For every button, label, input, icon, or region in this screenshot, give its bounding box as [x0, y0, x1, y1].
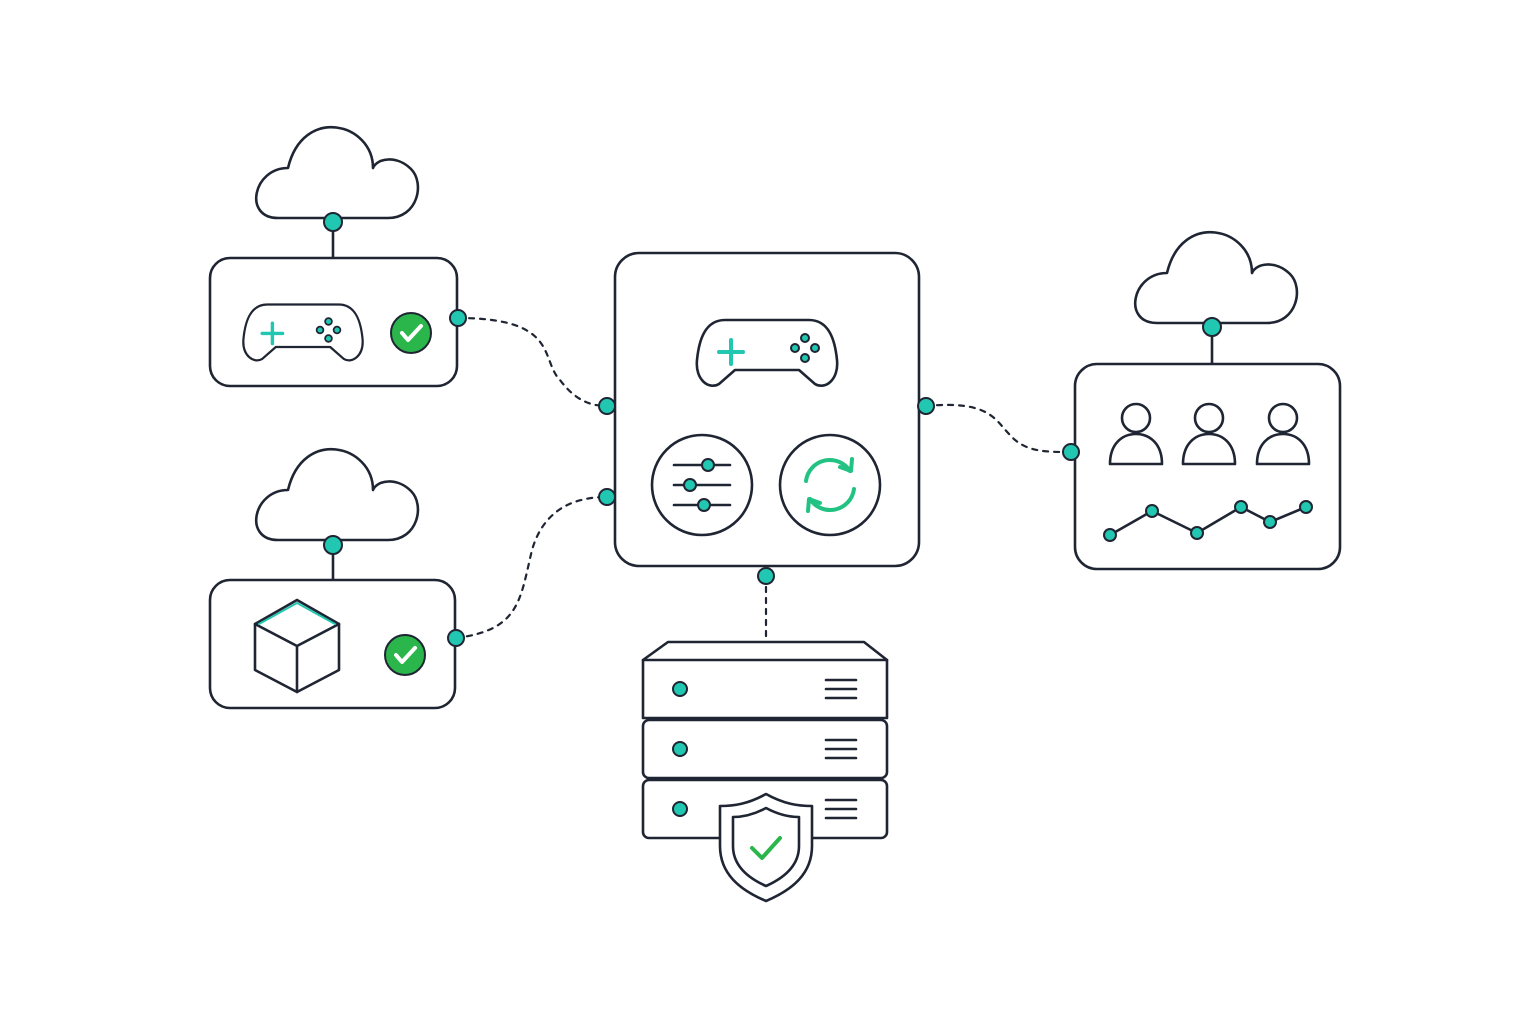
- cloud-icon: [254, 125, 420, 220]
- gamepad-icon: [242, 303, 364, 362]
- server-icon: [641, 640, 889, 720]
- cloud-icon: [1133, 230, 1299, 325]
- connector-dot[interactable]: [449, 309, 467, 327]
- connector-dot[interactable]: [598, 397, 616, 415]
- connector-dot[interactable]: [917, 397, 935, 415]
- server-stack[interactable]: [641, 640, 889, 903]
- asset-client-card[interactable]: [208, 578, 457, 710]
- game-hub-card[interactable]: [613, 251, 921, 568]
- check-circle-icon: [384, 634, 426, 676]
- line-chart-icon: [1103, 500, 1313, 542]
- sliders-icon[interactable]: [650, 433, 754, 537]
- server-icon: [641, 718, 889, 780]
- gamepad-icon: [695, 318, 839, 388]
- connector-dot[interactable]: [598, 488, 616, 506]
- connector-dot[interactable]: [447, 629, 465, 647]
- connector-dot[interactable]: [1062, 443, 1080, 461]
- sync-icon[interactable]: [778, 433, 882, 537]
- game-client-card[interactable]: [208, 256, 459, 388]
- check-circle-icon: [390, 312, 432, 354]
- cube-icon: [253, 598, 341, 694]
- players-panel[interactable]: [1073, 362, 1342, 571]
- edge-asset-client-hub: [454, 495, 609, 640]
- shield-check-icon: [718, 792, 814, 903]
- connector-dot[interactable]: [757, 567, 775, 585]
- edge-hub-players: [924, 403, 1073, 454]
- connector-dot[interactable]: [323, 212, 343, 232]
- connector-dot[interactable]: [1202, 317, 1222, 337]
- cloud-icon: [254, 447, 420, 542]
- edge-game-client-hub: [456, 316, 609, 408]
- connector-dot[interactable]: [323, 535, 343, 555]
